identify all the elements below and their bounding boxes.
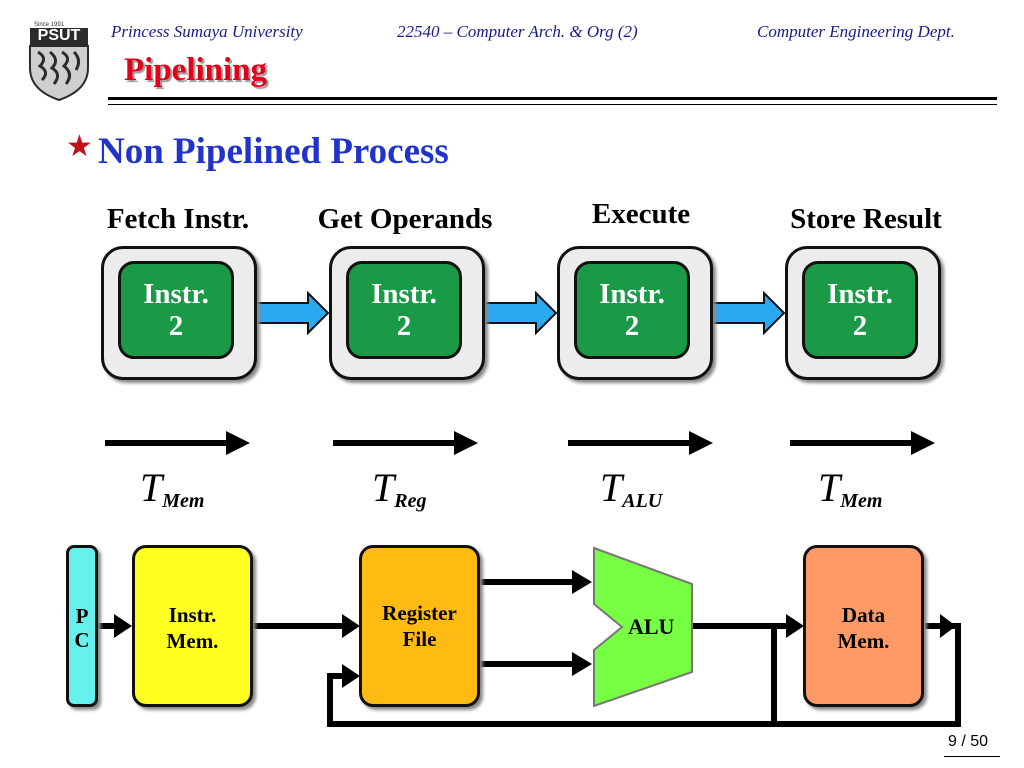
- star-bullet-icon: ★: [66, 130, 93, 163]
- logo-text: PSUT: [37, 27, 81, 44]
- stage-arrow-2: [479, 290, 558, 336]
- timing-arrow-2: [333, 431, 478, 455]
- stage-label-store: Store Result: [790, 203, 942, 235]
- pc-register: P C: [66, 545, 98, 707]
- time-label-fetch: TMem: [140, 465, 205, 512]
- page-number-underline: [944, 756, 1000, 757]
- header-divider: [108, 97, 997, 100]
- instr-mem-box: Instr. Mem.: [132, 545, 253, 707]
- instr-label: Instr.: [143, 278, 209, 310]
- instr-block: Instr. 2: [574, 261, 690, 359]
- page-number: 9 / 50: [948, 733, 989, 750]
- stage-label-operands: Get Operands: [317, 203, 493, 235]
- stage-box-execute: Instr. 2: [557, 246, 713, 380]
- timing-arrow-1: [105, 431, 250, 455]
- header-course: 22540 – Computer Arch. & Org (2): [397, 22, 638, 41]
- instr-block: Instr. 2: [802, 261, 918, 359]
- instr-label: Instr.: [599, 278, 665, 310]
- stage-label-execute: Execute: [591, 198, 691, 230]
- psut-logo: Since 1991 PSUT: [28, 18, 90, 102]
- instr-label: Instr.: [827, 278, 893, 310]
- stage-box-fetch: Instr. 2: [101, 246, 257, 380]
- timing-arrow-3: [568, 431, 713, 455]
- instr-number: 2: [168, 310, 184, 342]
- data-mem-box: Data Mem.: [803, 545, 924, 707]
- time-label-store: TMem: [818, 465, 883, 512]
- stage-box-operands: Instr. 2: [329, 246, 485, 380]
- instr-number: 2: [852, 310, 868, 342]
- alu-label: ALU: [628, 614, 675, 639]
- stage-arrow-1: [249, 290, 330, 336]
- alu-shape: [593, 546, 693, 708]
- page-title: Pipelining: [124, 52, 268, 88]
- instr-label: Instr.: [371, 278, 437, 310]
- instr-number: 2: [624, 310, 640, 342]
- instr-number: 2: [396, 310, 412, 342]
- stage-arrow-3: [707, 290, 786, 336]
- register-file-box: Register File: [359, 545, 480, 707]
- instr-block: Instr. 2: [346, 261, 462, 359]
- instr-block: Instr. 2: [118, 261, 234, 359]
- svg-text:Since 1991: Since 1991: [34, 22, 65, 28]
- bullet-heading: Non Pipelined Process: [98, 131, 449, 172]
- time-label-execute: TALU: [600, 465, 663, 512]
- time-label-operands: TReg: [372, 465, 427, 512]
- header-divider-thin: [108, 104, 997, 105]
- stage-label-fetch: Fetch Instr.: [106, 203, 250, 235]
- header-university: Princess Sumaya University: [111, 22, 303, 41]
- header-department: Computer Engineering Dept.: [757, 22, 955, 41]
- timing-arrow-4: [790, 431, 935, 455]
- stage-box-store: Instr. 2: [785, 246, 941, 380]
